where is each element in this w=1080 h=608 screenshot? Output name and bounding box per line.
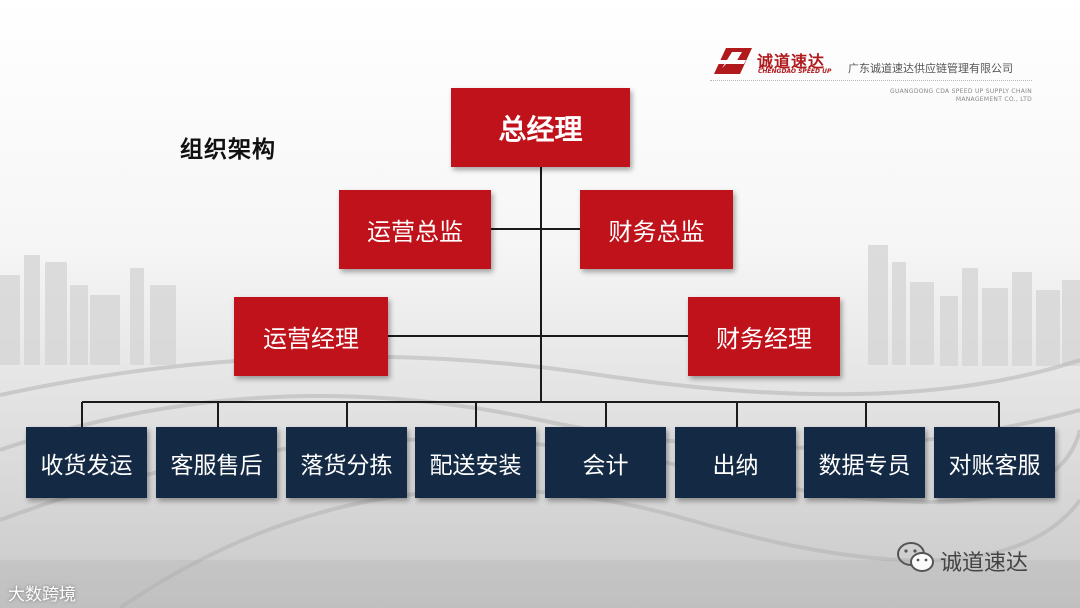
org-node-department: 落货分拣 bbox=[286, 427, 407, 498]
org-node-department: 出纳 bbox=[675, 427, 796, 498]
org-node-general-manager: 总经理 bbox=[451, 88, 630, 167]
org-node-department: 对账客服 bbox=[934, 427, 1055, 498]
wechat-account-name: 诚道速达 bbox=[940, 545, 1028, 577]
org-node-department: 数据专员 bbox=[804, 427, 925, 498]
org-node-finance-director: 财务总监 bbox=[580, 190, 733, 269]
org-node-operations-director: 运营总监 bbox=[339, 190, 491, 269]
org-node-finance-manager: 财务经理 bbox=[688, 297, 840, 376]
org-node-department: 配送安装 bbox=[415, 427, 536, 498]
org-node-department: 客服售后 bbox=[156, 427, 277, 498]
wechat-icon bbox=[896, 540, 936, 576]
org-node-department: 会计 bbox=[545, 427, 666, 498]
org-node-operations-manager: 运营经理 bbox=[234, 297, 388, 376]
watermark-text: 大数跨境 bbox=[8, 580, 76, 605]
org-node-department: 收货发运 bbox=[26, 427, 147, 498]
